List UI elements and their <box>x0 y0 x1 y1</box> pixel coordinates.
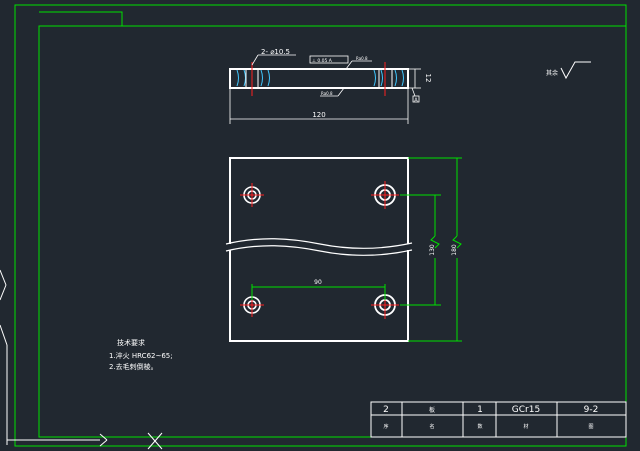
ucs-icon <box>0 269 163 450</box>
tolerance-text: ⊥ 0.05 A <box>312 58 333 64</box>
top-view: 2- ⌀10.5 ⊥ 0.05 A Ra0.8 Ra0.8 12 120 A <box>229 48 432 124</box>
title-cell-3: 1 <box>477 405 483 415</box>
plate-upper <box>229 157 409 244</box>
hole-top-left <box>240 183 264 207</box>
datum-box <box>412 95 420 103</box>
section-hatch <box>236 69 404 87</box>
title-cell-2: 板 <box>429 406 435 414</box>
mounting-holes <box>240 181 399 319</box>
inner-frame <box>38 25 627 438</box>
title-header-2: 名 <box>429 423 434 430</box>
tech-requirements: 技术要求 1.淬火 HRC62~65; 2.去毛刺倒棱。 <box>109 338 173 371</box>
dim-130-text: 130 <box>429 244 436 256</box>
dim-hole-spacing-h <box>251 284 386 300</box>
dim-90-text: 90 <box>314 279 322 286</box>
plate-lower <box>229 250 409 342</box>
dim-overall-height <box>408 157 462 342</box>
title-cell-4: GCr15 <box>512 405 540 415</box>
dim-180-text: 180 <box>451 244 458 256</box>
datum-label: A <box>414 98 418 104</box>
top-centerlines <box>251 62 386 96</box>
title-block: 2 板 1 GCr15 9-2 序 名 数 材 图 <box>370 401 627 438</box>
width-dim: 120 <box>312 111 325 119</box>
drawing-frame <box>14 4 627 447</box>
tech-requirement-line-2: 2.去毛刺倒棱。 <box>109 362 158 371</box>
title-cell-5: 9-2 <box>584 405 599 415</box>
thickness-dim: 12 <box>424 74 432 83</box>
tech-requirement-line-1: 1.淬火 HRC62~65; <box>109 351 173 360</box>
roughness-top: Ra0.8 <box>356 56 368 61</box>
roughness-symbol <box>560 61 591 80</box>
dim-hole-spacing-v <box>400 194 441 306</box>
frame-corner-mark <box>39 11 123 26</box>
title-header-3: 数 <box>477 423 482 430</box>
tolerance-frame <box>309 55 349 64</box>
title-header-4: 材 <box>523 423 528 430</box>
title-header-1: 序 <box>383 423 388 430</box>
surface-note-label: 其余 <box>546 69 558 77</box>
plate-section <box>229 68 409 89</box>
hole-top-right <box>371 181 399 209</box>
tech-requirements-title: 技术要求 <box>117 338 145 347</box>
break-lines <box>225 238 413 256</box>
title-cell-1: 2 <box>383 405 389 415</box>
surface-note: 其余 <box>546 61 591 80</box>
hole-callout: 2- ⌀10.5 <box>261 48 290 56</box>
plan-view: 90 130 180 <box>225 157 462 342</box>
roughness-bottom: Ra0.8 <box>321 91 333 96</box>
title-header-5: 图 <box>588 424 593 430</box>
